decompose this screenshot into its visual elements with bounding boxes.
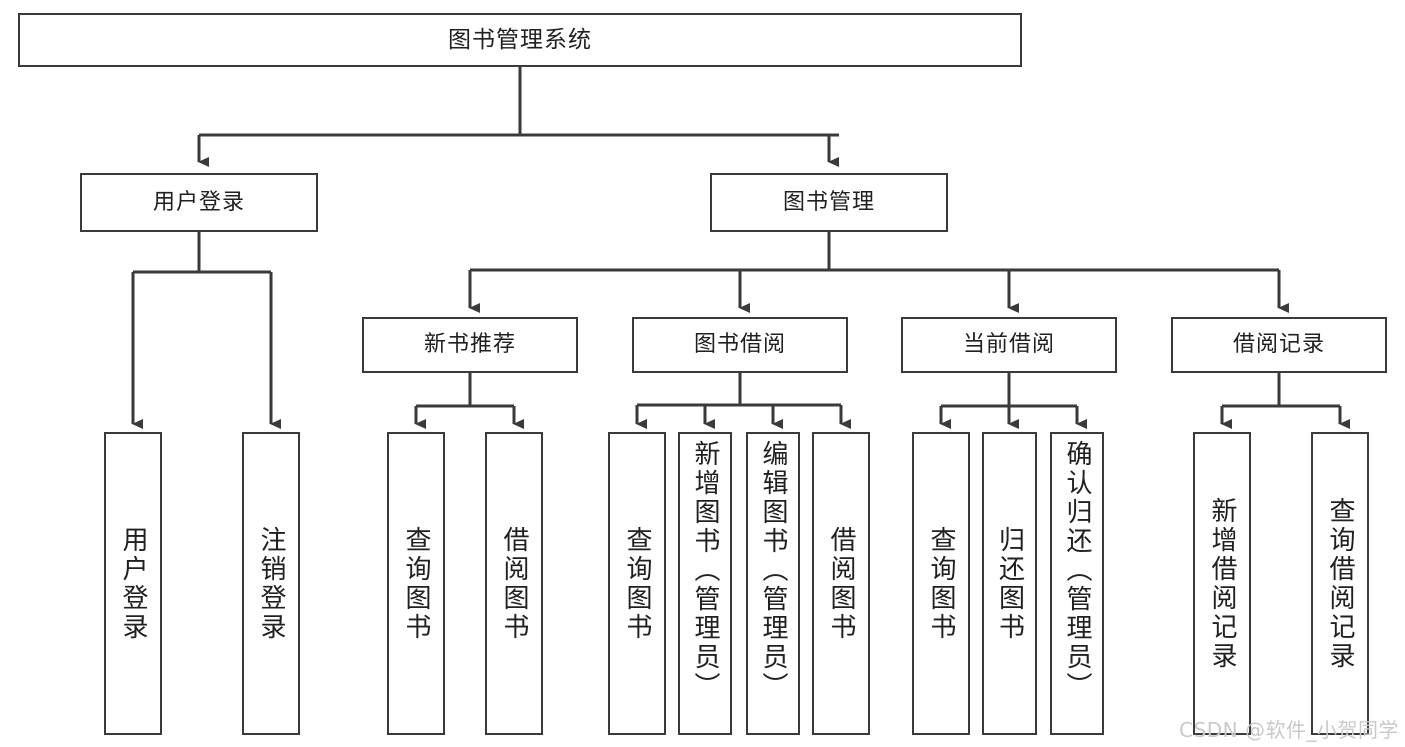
- node-new-book-recommend[interactable]: 新书推荐: [362, 317, 578, 373]
- node-current-borrow-label: 当前借阅: [962, 332, 1055, 358]
- leaf-return-book[interactable]: 归还图书: [982, 432, 1037, 735]
- leaf-logout[interactable]: 注销登录: [242, 432, 300, 735]
- leaf-query-borrow-record[interactable]: 查询借阅记录: [1311, 432, 1369, 735]
- leaf-user-login-label: 用户登录: [118, 525, 148, 642]
- leaf-borrow-book-rec-label: 借阅图书: [499, 525, 529, 642]
- leaf-user-login[interactable]: 用户登录: [104, 432, 162, 735]
- leaf-query-book-borrow-label: 查询图书: [622, 525, 652, 642]
- leaf-edit-book-admin-label: 编辑图书（管理员）: [758, 440, 788, 701]
- leaf-confirm-return-admin-label: 确认归还（管理员）: [1062, 440, 1092, 701]
- leaf-query-book-current-label: 查询图书: [926, 525, 956, 642]
- node-book-borrow[interactable]: 图书借阅: [632, 317, 848, 373]
- node-root-label: 图书管理系统: [448, 26, 592, 53]
- node-book-management-label: 图书管理: [782, 189, 875, 215]
- node-new-book-recommend-label: 新书推荐: [423, 332, 516, 358]
- leaf-logout-label: 注销登录: [256, 525, 286, 642]
- node-borrow-record-label: 借阅记录: [1232, 332, 1325, 358]
- node-book-borrow-label: 图书借阅: [693, 332, 786, 358]
- node-user-login[interactable]: 用户登录: [80, 173, 318, 232]
- leaf-query-book-rec-label: 查询图书: [401, 525, 431, 642]
- leaf-add-borrow-record-label: 新增借阅记录: [1207, 496, 1237, 671]
- node-root[interactable]: 图书管理系统: [18, 13, 1022, 67]
- leaf-confirm-return-admin[interactable]: 确认归还（管理员）: [1050, 432, 1104, 735]
- leaf-query-borrow-record-label: 查询借阅记录: [1325, 496, 1355, 671]
- leaf-add-borrow-record[interactable]: 新增借阅记录: [1193, 432, 1251, 735]
- leaf-borrow-book[interactable]: 借阅图书: [812, 432, 870, 735]
- leaf-query-book-current[interactable]: 查询图书: [912, 432, 970, 735]
- leaf-add-book-admin-label: 新增图书（管理员）: [690, 440, 720, 701]
- leaf-return-book-label: 归还图书: [994, 525, 1025, 642]
- leaf-add-book-admin[interactable]: 新增图书（管理员）: [678, 432, 732, 735]
- leaf-query-book-borrow[interactable]: 查询图书: [608, 432, 666, 735]
- leaf-borrow-book-label: 借阅图书: [826, 525, 856, 642]
- node-current-borrow[interactable]: 当前借阅: [901, 317, 1117, 373]
- node-borrow-record[interactable]: 借阅记录: [1171, 317, 1387, 373]
- leaf-borrow-book-rec[interactable]: 借阅图书: [485, 432, 543, 735]
- leaf-query-book-rec[interactable]: 查询图书: [387, 432, 445, 735]
- node-user-login-label: 用户登录: [152, 189, 245, 215]
- leaf-edit-book-admin[interactable]: 编辑图书（管理员）: [746, 432, 800, 735]
- node-book-management[interactable]: 图书管理: [710, 173, 948, 232]
